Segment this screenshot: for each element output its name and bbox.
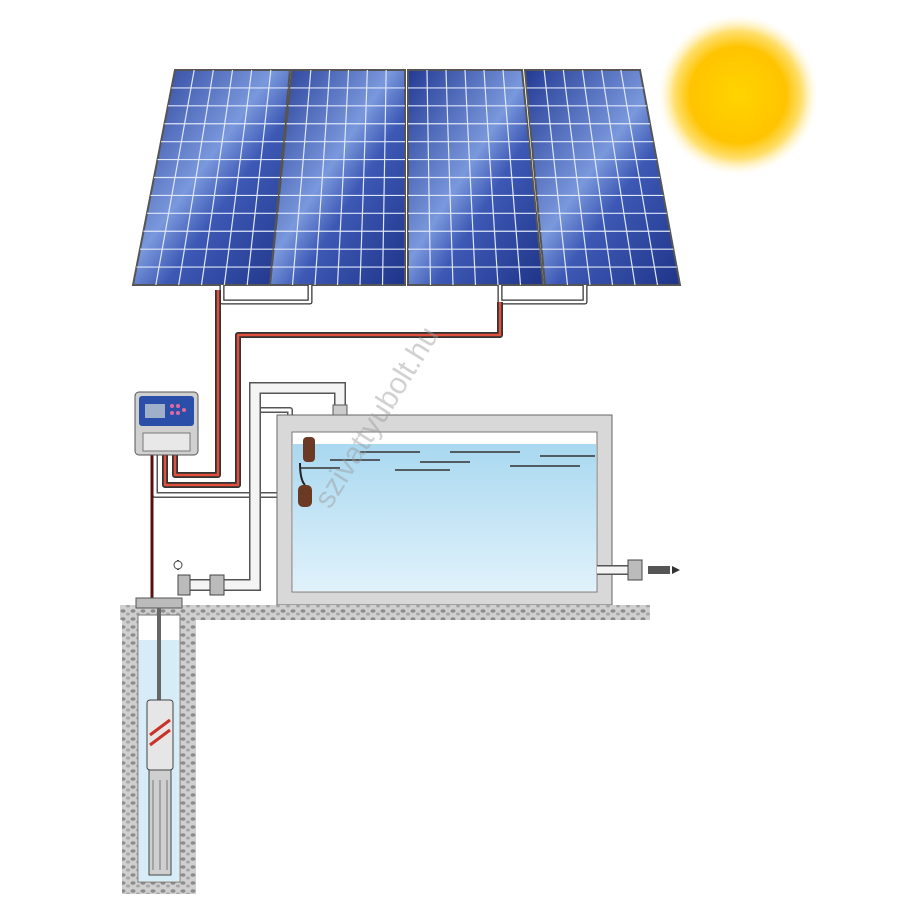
- water: [293, 444, 596, 591]
- submersible-pump: [146, 699, 174, 876]
- ground-surface: [120, 605, 650, 620]
- delivery-pipe: [180, 382, 348, 591]
- pump-controller: [134, 391, 199, 456]
- water-tank: [276, 414, 680, 606]
- wellhead-valves: [173, 560, 225, 596]
- float-switch: [298, 437, 315, 507]
- solar-panel-array: [131, 69, 682, 286]
- sun-icon: [658, 15, 818, 175]
